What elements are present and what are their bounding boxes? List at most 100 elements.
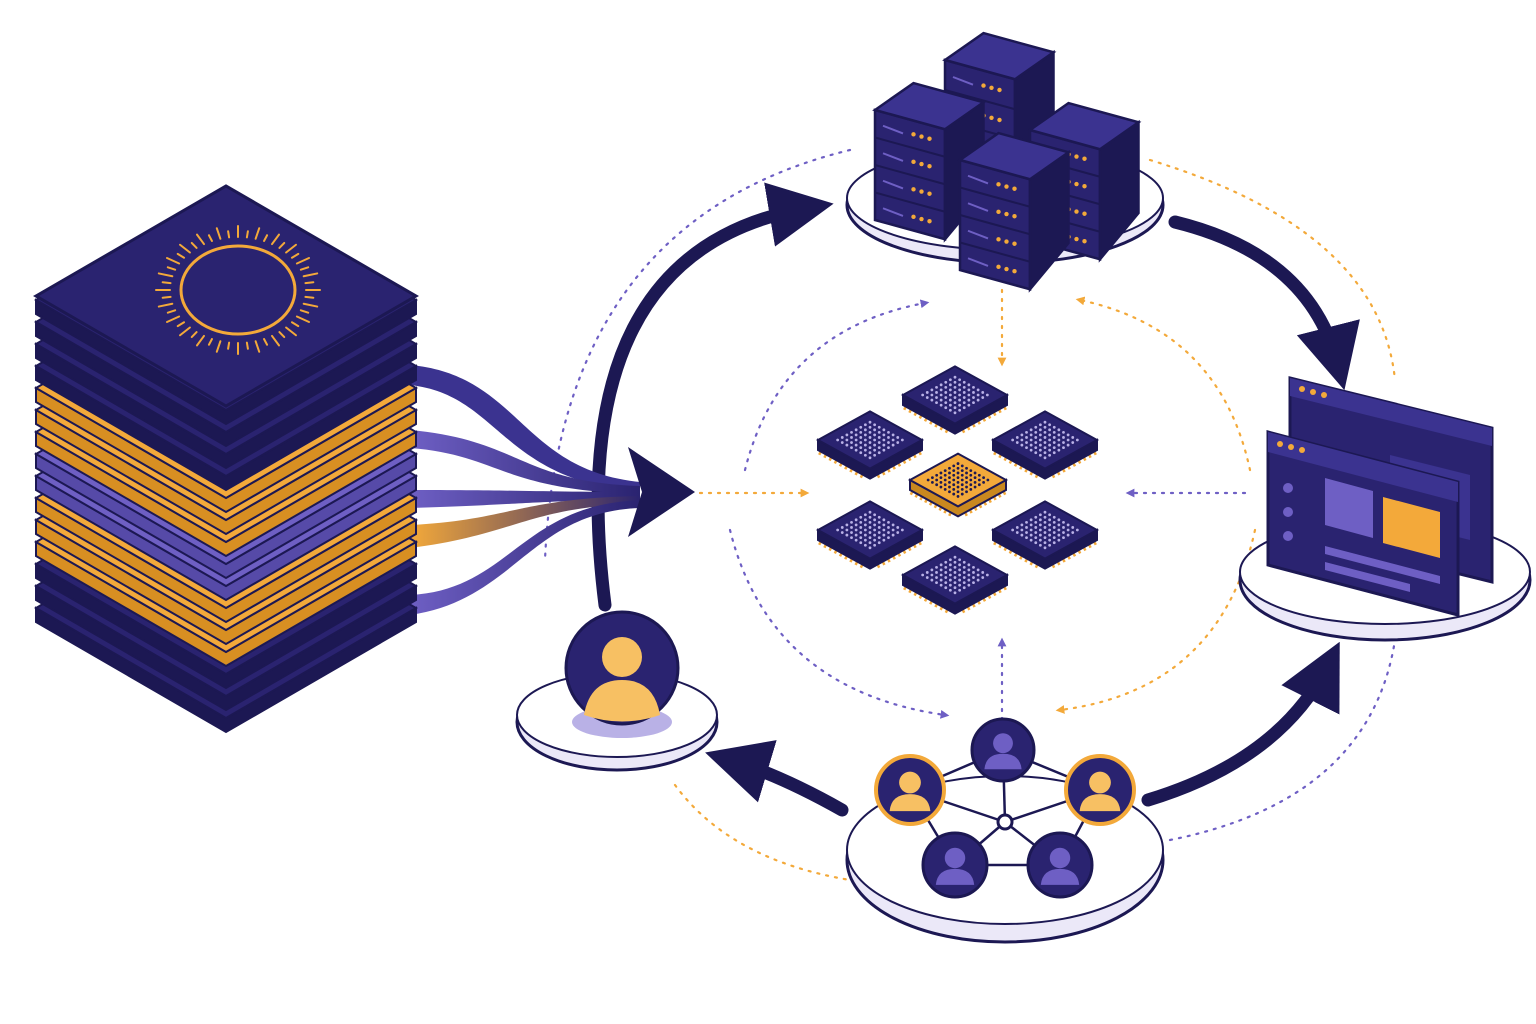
chip-dot <box>930 573 934 577</box>
chip-dot <box>953 555 957 559</box>
stack-ring <box>179 244 297 336</box>
chip-dot <box>965 476 968 480</box>
chip-dot <box>935 401 938 405</box>
stack-ring-tick <box>290 252 300 259</box>
chip <box>990 500 1100 570</box>
chip-dot <box>877 536 881 540</box>
arc-network-to-user <box>705 740 849 817</box>
chip-dot <box>962 406 966 410</box>
chip-dot <box>1043 430 1047 434</box>
network-hub <box>996 813 1014 831</box>
chip-dot <box>850 436 853 439</box>
server-led <box>997 117 1002 123</box>
ribbon-mid-2 <box>410 490 640 508</box>
server-led <box>1004 211 1009 217</box>
chip-dot <box>1034 446 1038 450</box>
chip-dot <box>953 406 957 410</box>
chip-dot <box>930 393 934 397</box>
server-led <box>997 87 1002 93</box>
chip-dot <box>1025 520 1028 524</box>
chip-dot <box>840 526 844 529</box>
chip-dot <box>935 391 938 394</box>
chip-dot <box>873 513 877 517</box>
chip-dot <box>976 393 980 397</box>
chip-dot <box>1062 430 1065 434</box>
chip-dot <box>896 531 900 534</box>
chip-dot <box>958 408 962 412</box>
chip-dot <box>960 478 964 482</box>
chip-dot <box>854 428 858 432</box>
server-led <box>1004 266 1009 272</box>
chip-dot <box>962 401 966 405</box>
chip-dot <box>1075 528 1079 532</box>
chip-dot <box>944 406 948 410</box>
chip-dot <box>1034 430 1038 434</box>
server-led <box>919 189 924 194</box>
chip-dot <box>935 581 938 585</box>
chip-dot <box>1011 528 1015 532</box>
server-led <box>1074 236 1079 242</box>
chip-dot <box>1071 436 1075 439</box>
chip-dot <box>863 543 867 547</box>
chip-dot <box>965 466 968 470</box>
server-led <box>1082 184 1087 189</box>
stack-ring-tick <box>179 326 191 337</box>
stack-ring-tick <box>278 331 286 339</box>
chip-dot <box>976 573 980 577</box>
chip-dot <box>939 485 943 489</box>
server-top <box>942 31 1057 81</box>
chip-dot <box>896 436 900 439</box>
stack-ring-tick <box>254 340 261 353</box>
chip-dot <box>868 531 872 534</box>
chip-dot <box>948 393 952 397</box>
chip-dot <box>1038 433 1042 437</box>
chip-dot <box>977 478 981 482</box>
chip-dot <box>1052 441 1056 444</box>
chip-dot <box>965 471 968 475</box>
chip-dot <box>887 430 890 434</box>
chip-dot <box>967 383 971 387</box>
chip-dot <box>845 438 849 442</box>
chip-dot <box>952 469 956 473</box>
chip-dot <box>939 568 943 572</box>
server-led <box>996 209 1001 215</box>
chip-dot <box>967 393 971 397</box>
chip-dot <box>948 476 951 480</box>
chip-dot <box>960 492 964 496</box>
chip-dot <box>944 571 948 574</box>
chip-dot <box>1062 536 1065 540</box>
chip-dot <box>948 403 952 407</box>
chip-dot <box>948 480 951 484</box>
chip-dot <box>1052 531 1056 534</box>
chip-dot <box>1015 441 1019 444</box>
server-led <box>1082 239 1087 244</box>
chip-dot <box>868 441 872 444</box>
chip-dot <box>859 430 863 434</box>
network-user-head <box>899 771 921 794</box>
chip-dot <box>1057 528 1061 532</box>
chip-dot <box>882 448 886 452</box>
chip-dot <box>1038 528 1042 532</box>
chip-dot <box>850 430 853 434</box>
server-slot-line <box>959 241 1031 263</box>
chip-top <box>900 365 1010 425</box>
chip-dot <box>962 571 966 574</box>
layered-data-stack-icon <box>33 184 419 734</box>
chip-dot <box>863 453 867 457</box>
chip-dot <box>976 568 980 572</box>
chip-dot <box>1043 546 1047 550</box>
chip-dot <box>925 391 929 394</box>
chip-dot <box>1062 441 1065 444</box>
chip-dot <box>967 388 971 392</box>
chip-dot <box>1034 536 1038 540</box>
chip-dot <box>953 375 957 379</box>
chip-dot <box>953 380 957 384</box>
chip-dot <box>948 490 951 494</box>
chip-dot <box>976 578 980 582</box>
chip-dot <box>891 443 895 447</box>
chip-dot <box>925 396 929 399</box>
chip-dot <box>877 441 881 444</box>
chip-dot <box>943 483 947 487</box>
chip-dot <box>1066 533 1070 537</box>
chip-dot <box>958 568 962 572</box>
